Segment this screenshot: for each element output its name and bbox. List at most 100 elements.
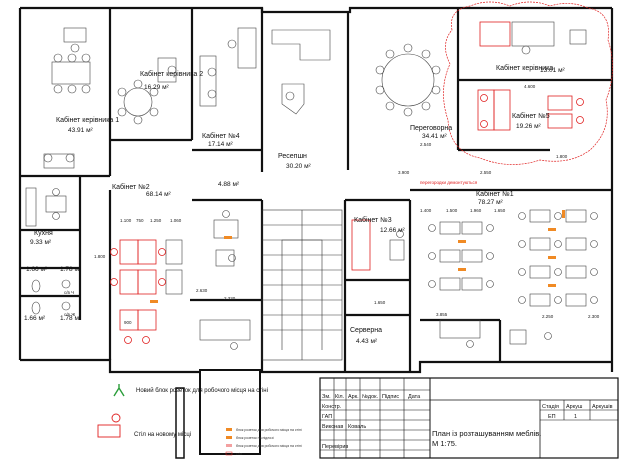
legend-new-desk: Стіл на новому місці xyxy=(134,432,191,438)
room-area-cab-head: 13.01 м² xyxy=(540,67,566,74)
dimension-label: 3.855 xyxy=(436,312,448,317)
room-area-reception: 30.20 м² xyxy=(286,163,312,170)
dimension-label: 1.650 xyxy=(374,300,386,305)
tb-stage-header: Стадія xyxy=(542,404,559,410)
room-area-wc-b: 1.66 м² xyxy=(24,315,46,322)
tb-sheet-value: 1 xyxy=(574,414,577,420)
legend-small-2: блок розеток на підлозі xyxy=(236,436,274,440)
room-labels: Кабінет керівника 1 43.91 м² Кабінет кер… xyxy=(24,64,566,345)
furniture-kitchen xyxy=(25,187,67,227)
stairs xyxy=(261,209,343,361)
legend-small-1: блок розеток для робочого місця на стіні xyxy=(236,428,302,432)
tb-header-date: Дата xyxy=(408,394,421,400)
room-area-cab-5: 19.26 м² xyxy=(516,123,542,130)
dimension-label: 2.300 xyxy=(588,314,600,319)
room-name-cab-2: Кабінет №2 xyxy=(112,183,150,191)
legend-new-sockets: Новий блок розеток для робочого місця на… xyxy=(136,387,268,394)
room-name-cab-head: Кабінет керівника xyxy=(496,64,553,72)
room-area-cab-2: 68.14 м² xyxy=(146,191,172,198)
room-area-server: 4.43 м² xyxy=(356,338,378,345)
legend: Новий блок розеток для робочого місця на… xyxy=(97,384,302,456)
dimension-label: 1.060 xyxy=(170,218,182,223)
dimension-label: 1.800 xyxy=(556,154,568,159)
dimension-label: 1.400 xyxy=(420,208,432,213)
room-area-meeting: 34.41 м² xyxy=(422,133,448,140)
dimension-label: 3.900 xyxy=(398,170,410,175)
furniture-cab-1 xyxy=(428,209,598,348)
dimension-labels: 1.100 750 1.250 1.060 2.330 900 1.800 1.… xyxy=(94,84,600,325)
room-area-corridor: 4.88 м² xyxy=(218,181,240,188)
stair-exit xyxy=(199,369,261,455)
new-desk-icon xyxy=(97,413,121,438)
dimension-label: 2.630 xyxy=(196,288,208,293)
furniture-cab-head xyxy=(479,21,587,55)
interior-walls xyxy=(20,8,612,372)
room-area-kitchen: 9.33 м² xyxy=(30,239,52,246)
tb-header-doc: №док. xyxy=(362,394,379,400)
dimension-label: 2.540 xyxy=(420,142,432,147)
new-socket-block-icon xyxy=(113,384,125,397)
room-name-head-2: Кабінет керівника 2 xyxy=(140,70,203,78)
demolished-partitions-note: перегородки демонтуються xyxy=(420,180,478,185)
room-name-wc-m: с/в Ч xyxy=(64,290,74,295)
dimension-label: 1.800 xyxy=(94,254,106,259)
tb-stage-value: ЕП xyxy=(548,414,556,420)
tb-role-1: Констр. xyxy=(322,404,342,410)
room-name-cab-5: Кабінет №5 xyxy=(512,112,550,120)
dimension-label: 2.250 xyxy=(542,314,554,319)
tb-header-zm: Зм. xyxy=(322,394,331,400)
tb-name-3: Коваль xyxy=(348,424,366,430)
title-block: Зм. Кіл. Арк. №док. Підпис Дата Констр. … xyxy=(319,377,619,459)
room-name-kitchen: Кухня xyxy=(34,230,53,237)
room-name-cab-4: Кабінет №4 xyxy=(202,132,240,140)
legend-small-4: стіл xyxy=(236,452,242,456)
drawing-title: План із розташуванням меблів. xyxy=(432,429,541,438)
tb-role-3: Виконав xyxy=(322,424,343,430)
tb-header-sign: Підпис xyxy=(382,394,399,400)
dimension-label: 750 xyxy=(136,218,144,223)
drawing-scale: М 1:75. xyxy=(432,439,457,448)
dimension-label: 900 xyxy=(124,320,132,325)
revision-cloud xyxy=(443,1,613,165)
furniture-head-office-1 xyxy=(43,27,91,169)
tb-role-2: ГАП xyxy=(322,414,332,420)
room-area-cab-4: 17.14 м² xyxy=(208,141,234,148)
dimension-label: 1.500 xyxy=(446,208,458,213)
tb-header-kil: Кіл. xyxy=(335,394,345,400)
furniture-head-office-2 xyxy=(117,57,177,125)
furniture-cab-3 xyxy=(351,219,405,271)
furniture-toilets xyxy=(31,279,71,315)
furniture-reception xyxy=(271,29,331,115)
dimension-label: 2.330 xyxy=(224,296,236,301)
room-area-head-2: 16.29 м² xyxy=(144,84,170,91)
furniture-cab-2 xyxy=(110,210,251,350)
room-name-reception: Ресепшн xyxy=(278,153,307,160)
room-area-wc-a: 1.66 м² xyxy=(26,266,48,273)
tb-role-5: Перевірив xyxy=(322,444,348,450)
room-name-wc-f: с/в Ж xyxy=(64,312,76,317)
dimension-label: 1.650 xyxy=(494,208,506,213)
room-area-cab-3: 12.66 м² xyxy=(380,227,406,234)
room-name-server: Серверна xyxy=(350,327,382,334)
tb-sheets-header: Аркушів xyxy=(592,404,613,410)
outer-walls xyxy=(18,6,614,459)
room-area-head-1: 43.91 м² xyxy=(68,127,94,134)
room-name-head-1: Кабінет керівника 1 xyxy=(56,116,119,124)
furniture-meeting xyxy=(375,43,441,117)
room-area-wc-m: 1.78 м² xyxy=(60,266,82,273)
room-area-cab-1: 78.27 м² xyxy=(478,199,504,206)
room-name-meeting: Переговорна xyxy=(410,125,452,132)
tb-sheet-header: Аркуш xyxy=(566,404,583,410)
furniture-cab-5 xyxy=(477,89,584,131)
tb-header-ark: Арк. xyxy=(348,394,359,400)
dimension-label: 4.600 xyxy=(524,84,536,89)
room-name-cab-3: Кабінет №3 xyxy=(354,216,392,224)
dimension-label: 1.960 xyxy=(470,208,482,213)
legend-small-3: блок розеток для робочого місця на стіні xyxy=(236,444,302,448)
dimension-label: 1.100 xyxy=(120,218,132,223)
dimension-label: 1.250 xyxy=(150,218,162,223)
dimension-label: 2.550 xyxy=(480,170,492,175)
room-name-cab-1: Кабінет №1 xyxy=(476,190,514,198)
furniture-cab-4 xyxy=(199,27,257,107)
